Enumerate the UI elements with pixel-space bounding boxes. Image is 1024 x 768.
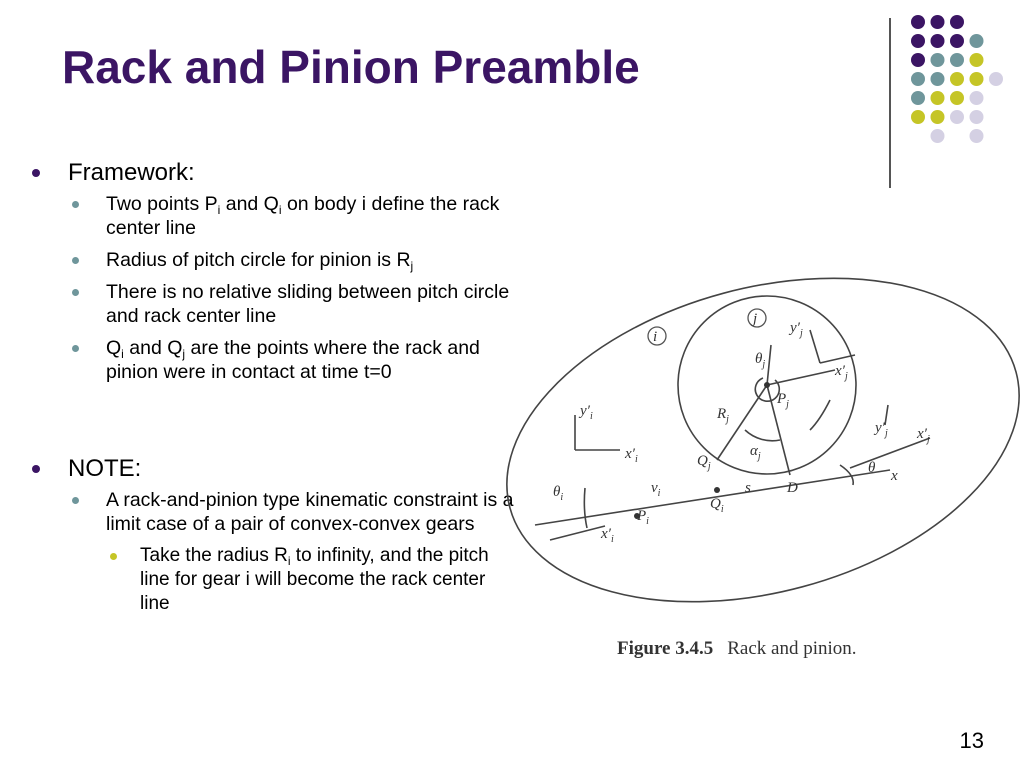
label-alpha-j: αj <box>750 443 761 462</box>
body-i-label: i <box>653 329 657 345</box>
framework-item-1: Two points Pi and Qi on body i define th… <box>30 192 520 240</box>
label-d: D <box>786 480 798 496</box>
decorative-dot <box>969 72 984 86</box>
label-y-i: y′i <box>578 403 593 422</box>
decorative-dot <box>950 34 964 48</box>
label-q-i: Qi <box>710 496 724 515</box>
rack-center-line <box>534 469 891 526</box>
decorative-dot <box>930 129 945 143</box>
framework-heading: Framework: <box>30 158 520 188</box>
label-v-i: vi <box>651 480 661 499</box>
decorative-dot <box>989 72 1003 86</box>
decorative-dot <box>950 53 964 67</box>
framework-item-4: Qi and Qj are the points where the rack … <box>30 336 520 384</box>
decorative-dot <box>969 91 984 105</box>
decorative-dot <box>930 53 945 67</box>
framework-item-2: Radius of pitch circle for pinion is Rj <box>30 248 520 272</box>
label-p-i: Pi <box>636 508 649 527</box>
decorative-dot <box>950 72 964 86</box>
decorative-dot <box>930 15 945 29</box>
decorative-dot <box>950 91 964 105</box>
label-y-j: y′j <box>788 320 803 339</box>
label-y-j-right: y′j <box>873 420 888 439</box>
label-q-j: Qj <box>697 453 711 472</box>
figure-caption-text: Rack and pinion. <box>727 638 857 659</box>
pinion-pitch-circle <box>677 295 857 475</box>
framework-item-3: There is no relative sliding between pit… <box>30 280 520 328</box>
label-p-j: Pj <box>776 391 789 410</box>
figure-caption: Figure 3.4.5 Rack and pinion. <box>617 638 857 660</box>
label-x-i: x′i <box>624 446 638 465</box>
decorative-dot <box>969 129 984 143</box>
decorative-dot <box>911 72 925 86</box>
decorative-dot <box>969 110 984 124</box>
figure-caption-number: Figure 3.4.5 <box>617 638 714 659</box>
label-theta: θ <box>868 460 876 476</box>
bullet-list: Framework: Two points Pi and Qi on body … <box>30 158 520 616</box>
decorative-dot <box>969 53 984 67</box>
title-divider-line <box>889 18 891 188</box>
decorative-dot <box>911 15 925 29</box>
note-heading: NOTE: <box>30 454 520 484</box>
page-number: 13 <box>959 728 984 753</box>
decorative-dot <box>969 34 984 48</box>
decorative-dot <box>911 34 925 48</box>
label-s: s <box>745 480 751 496</box>
body-i-outline <box>506 277 1020 603</box>
decorative-dot <box>911 91 925 105</box>
label-x-i-bottom: x′i <box>600 526 614 545</box>
decorative-dot <box>930 110 945 124</box>
slide-title: Rack and Pinion Preamble <box>62 41 640 93</box>
note-subitem: Take the radius Ri to infinity, and the … <box>30 544 520 616</box>
note-item: A rack-and-pinion type kinematic constra… <box>30 488 520 536</box>
decorative-dot <box>930 91 945 105</box>
label-theta-j: θj <box>755 351 765 370</box>
label-x-j-right: x′j <box>916 426 930 445</box>
decorative-dot <box>911 53 925 67</box>
decorative-dot <box>950 15 964 29</box>
label-x: x <box>890 468 898 484</box>
decorative-dot-grid <box>911 15 1003 143</box>
rack-and-pinion-figure: i j y′i x′i y′j x′j θj Rj Pj Qj αj θi vi… <box>506 277 1020 603</box>
decorative-dot <box>930 34 945 48</box>
label-r-j: Rj <box>716 406 729 425</box>
label-theta-i: θi <box>553 484 563 503</box>
decorative-dot <box>911 110 925 124</box>
body-j-label: j <box>751 311 757 327</box>
label-x-j: x′j <box>834 363 848 382</box>
decorative-dot <box>930 72 945 86</box>
decorative-dot <box>950 110 964 124</box>
